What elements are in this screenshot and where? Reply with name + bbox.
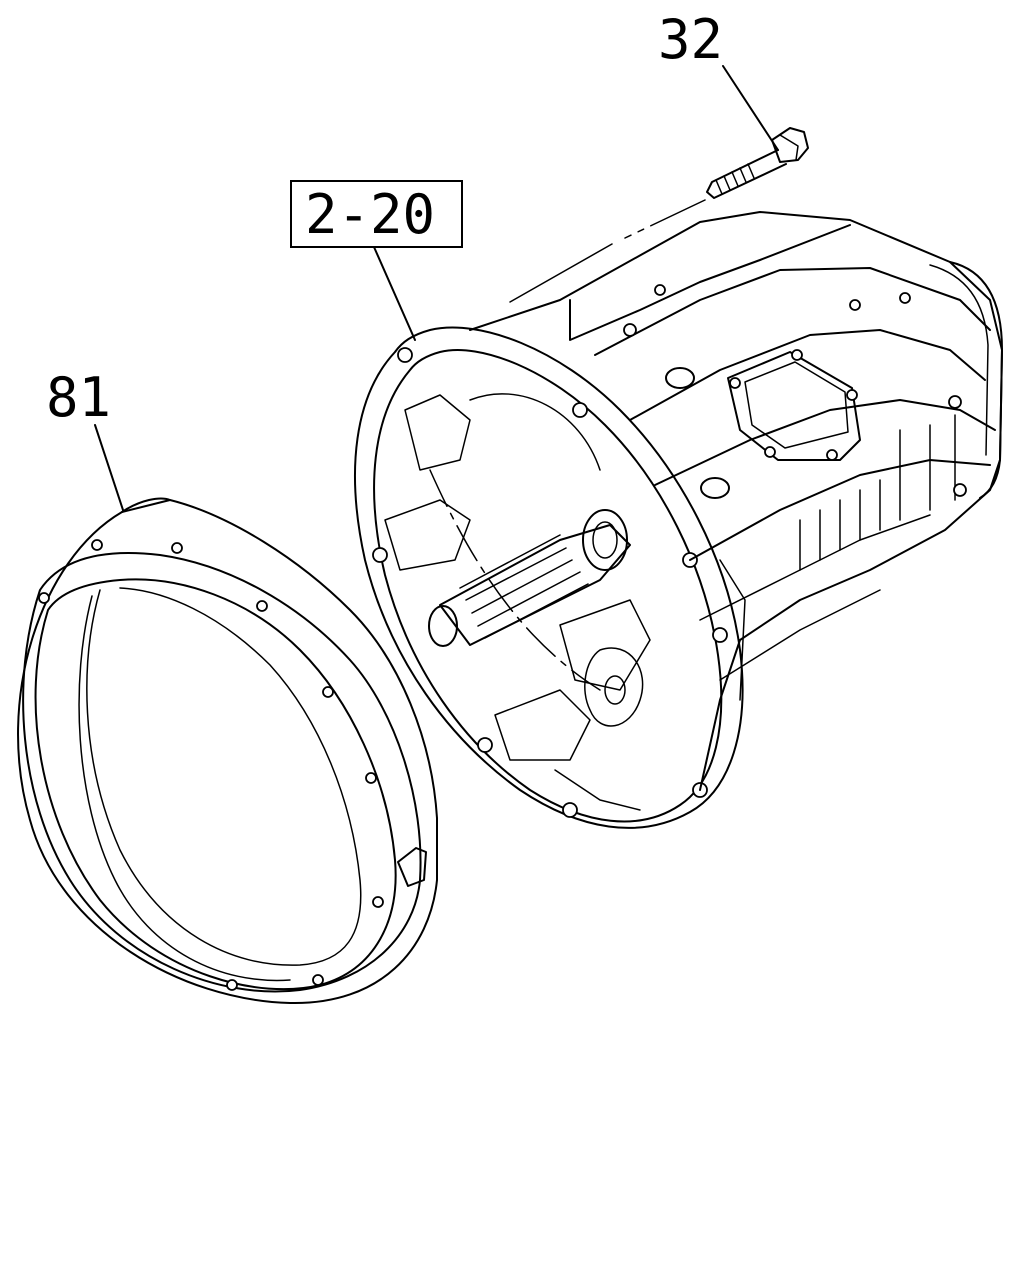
callout-transmission-label[interactable]: 2-20 <box>305 183 435 246</box>
callout-transmission-leader <box>373 246 416 341</box>
transmission-assembly-part[interactable] <box>354 211 1003 829</box>
callout-adapter-ring-label[interactable]: 81 <box>46 366 111 429</box>
adapter-ring-part[interactable] <box>17 497 438 1005</box>
bolt-part[interactable] <box>509 127 809 303</box>
callout-bolt-leader <box>722 65 779 151</box>
callout-adapter-ring-leader <box>94 424 124 511</box>
callout-bolt-label[interactable]: 32 <box>658 8 723 71</box>
callout-transmission-box <box>290 180 463 248</box>
